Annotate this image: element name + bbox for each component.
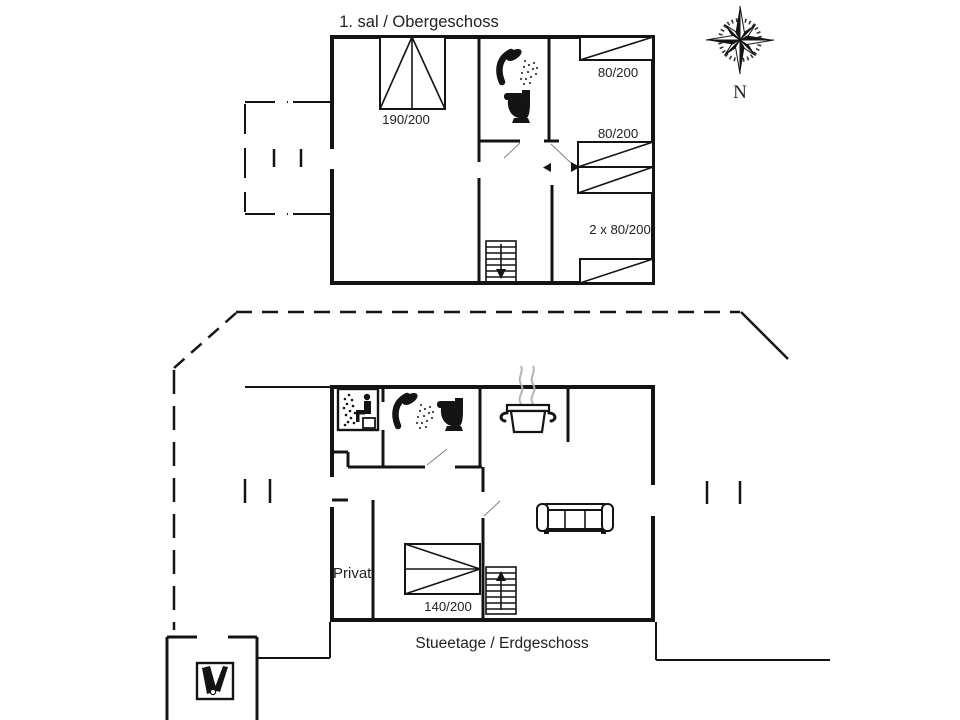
door-arrow-icon	[571, 162, 580, 172]
plot-boundary	[172, 310, 789, 630]
upper-floor: 1. sal / Obergeschoss	[244, 13, 655, 285]
single-bed-bottom	[579, 258, 654, 284]
shower-icon	[499, 47, 538, 85]
outbuilding	[165, 635, 259, 720]
single-bed-top	[579, 36, 654, 61]
window-gap	[327, 477, 337, 507]
balcony-dashed-outline	[244, 101, 331, 215]
upper-floor-title: 1. sal / Obergeschoss	[339, 13, 499, 31]
bed-size-label: 80/200	[598, 65, 638, 80]
stairs-down-icon	[485, 240, 517, 284]
bed-size-label: 190/200	[382, 112, 430, 127]
spa-icon	[195, 661, 235, 701]
compass-rose: N	[705, 5, 775, 103]
compass-north-label: N	[733, 82, 747, 103]
toilet-icon	[437, 398, 463, 431]
sauna-icon	[336, 387, 380, 432]
bed-size-label: 80/200	[598, 126, 638, 141]
single-bed-lower	[577, 166, 654, 194]
window-gap	[648, 485, 658, 516]
shower-icon	[395, 391, 434, 429]
ground-interior-walls	[332, 387, 570, 620]
privat-room-label: Privat	[333, 565, 372, 582]
door-arrow-icon	[543, 163, 551, 172]
balcony-door-gap	[327, 149, 337, 169]
stairs-up-icon	[485, 566, 517, 615]
single-bed-middle	[577, 141, 654, 168]
toilet-icon	[504, 90, 530, 123]
terrace-lines	[243, 386, 830, 661]
bed-size-label: 140/200	[424, 599, 472, 614]
ground-floor-title: Stueetage / Erdgeschoss	[415, 635, 588, 652]
double-bed-upper	[379, 36, 446, 110]
cooking-pot-icon	[499, 365, 557, 434]
double-bed-ground	[404, 543, 481, 595]
sofa-icon	[536, 503, 614, 534]
ground-floor: Privat 140/200 Stueetage / Erdgeschoss	[243, 365, 830, 661]
bed-size-label: 2 x 80/200	[589, 222, 651, 237]
